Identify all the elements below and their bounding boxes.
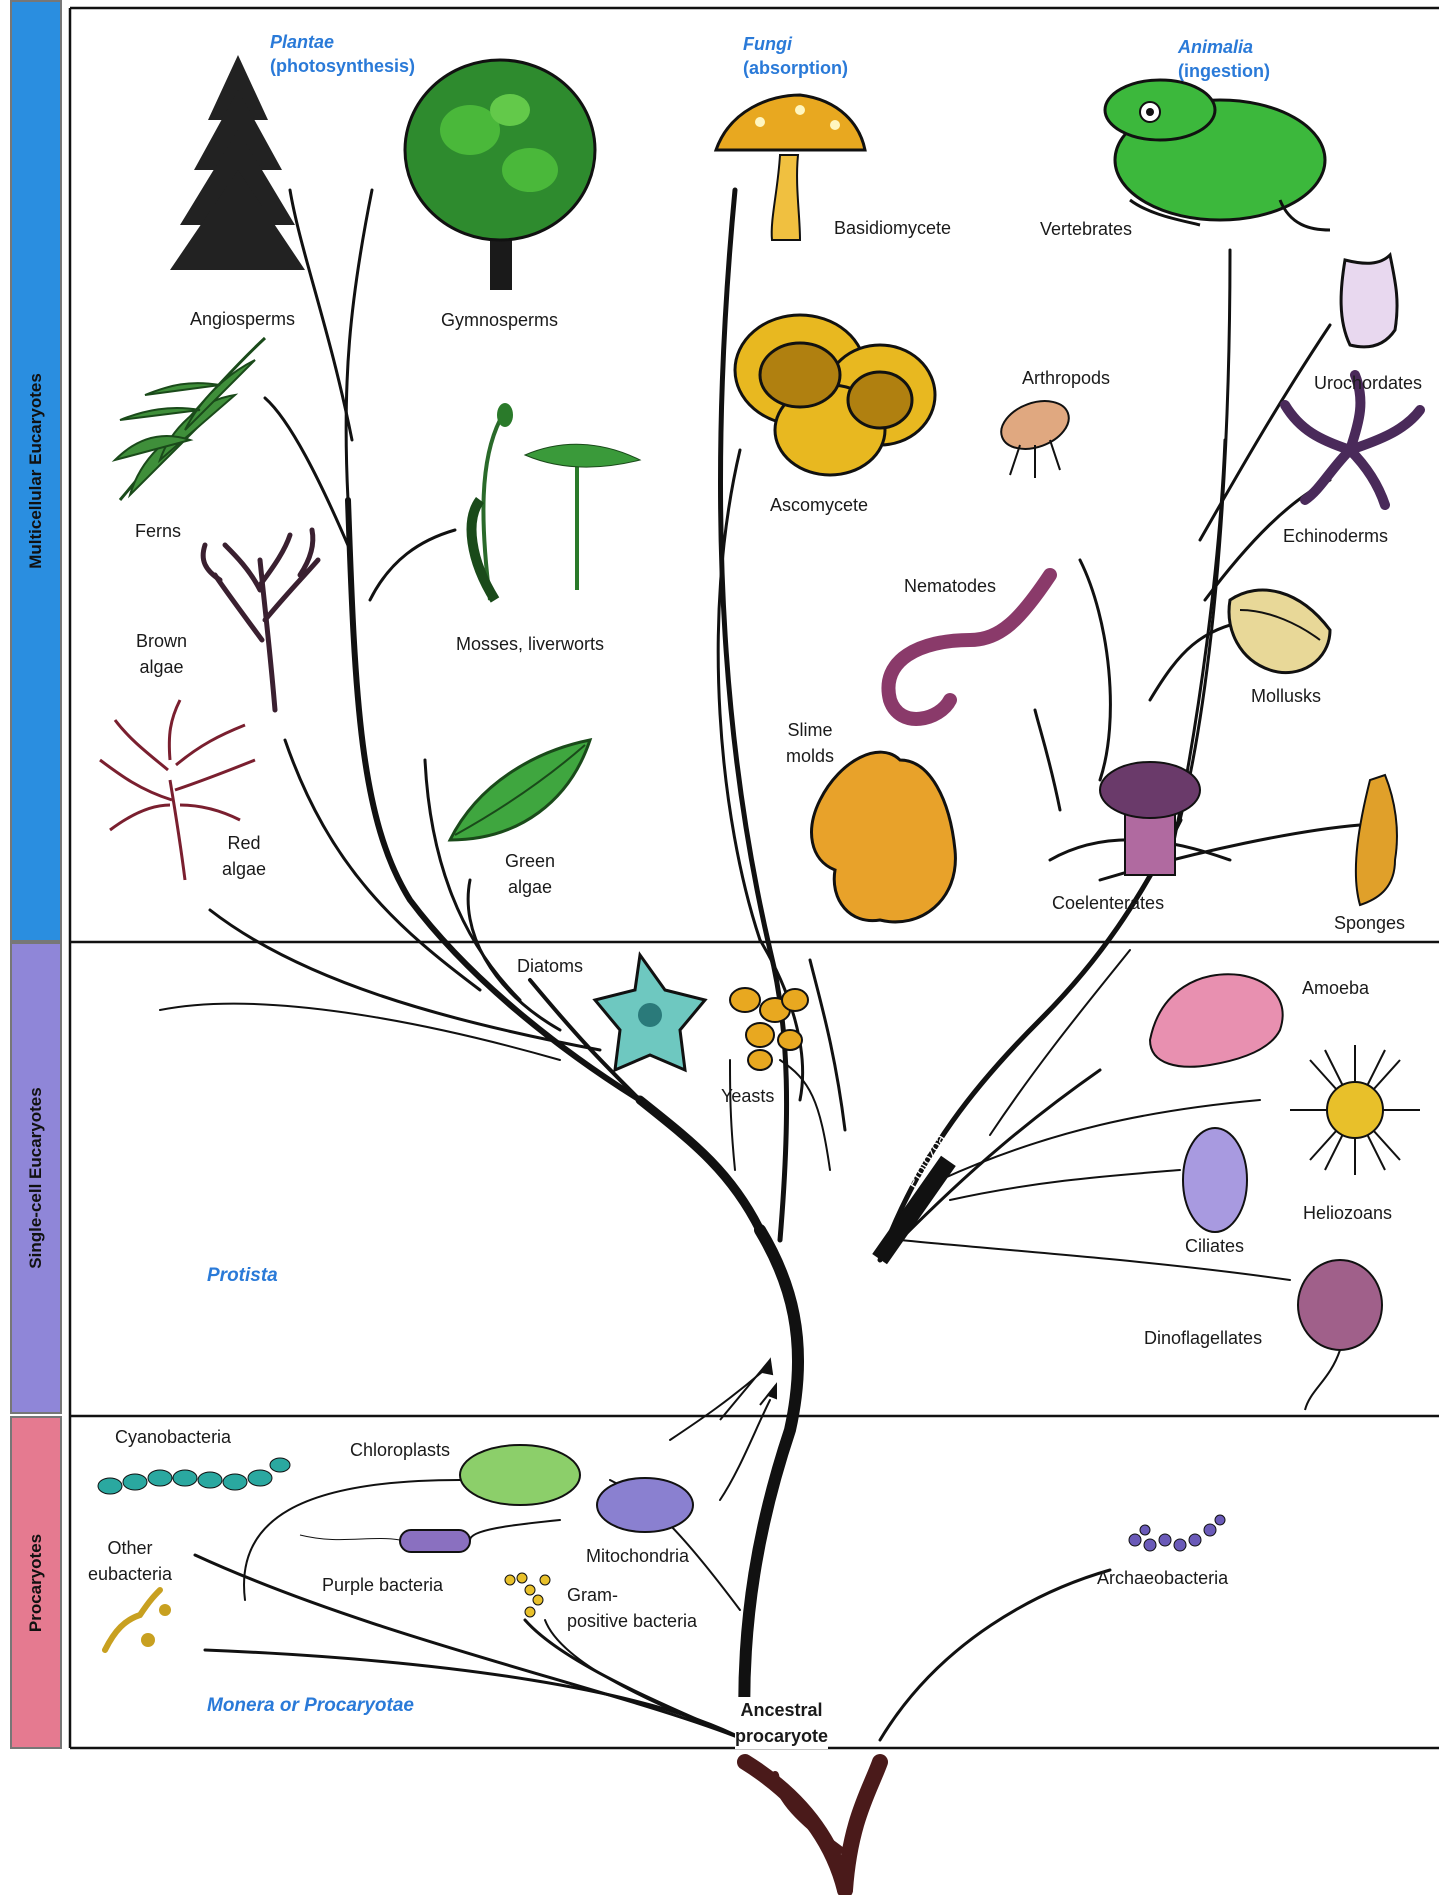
label-gram-positive-line1: Gram-	[567, 1585, 618, 1605]
label-other-eubacteria-line1: Other	[108, 1538, 153, 1558]
kingdom-fungi-name: Fungi	[743, 34, 792, 54]
heliozoan-illustration	[1290, 1045, 1420, 1175]
label-mollusks: Mollusks	[1251, 683, 1321, 709]
cyanobacteria-illustration	[98, 1458, 290, 1494]
amoeba-illustration	[1150, 974, 1283, 1066]
purple-bacteria-illustration	[300, 1530, 470, 1552]
eubacteria-illustration	[105, 1590, 171, 1650]
kingdom-plantae-mode: (photosynthesis)	[270, 56, 415, 76]
label-angiosperms: Angiosperms	[190, 306, 295, 332]
gymnosperm-illustration	[405, 60, 595, 290]
mitochondria-illustration	[597, 1478, 693, 1532]
label-archaeobacteria: Archaeobacteria	[1097, 1565, 1228, 1591]
label-urochordates: Urochordates	[1314, 370, 1422, 396]
urochordate-illustration	[1341, 255, 1397, 347]
label-green-algae-line1: Green	[505, 851, 555, 871]
arrows	[720, 1360, 776, 1420]
label-purple-bacteria: Purple bacteria	[322, 1572, 443, 1598]
label-mosses: Mosses, liverworts	[456, 631, 604, 657]
label-ancestral-line2: procaryote	[735, 1726, 828, 1746]
label-green-algae: Green algae	[505, 848, 555, 900]
label-red-algae-line1: Red	[228, 833, 261, 853]
diatom-illustration	[595, 955, 705, 1070]
kingdom-plantae: Plantae (photosynthesis)	[270, 30, 415, 78]
label-vertebrates: Vertebrates	[1040, 216, 1132, 242]
arthropod-illustration	[995, 392, 1076, 478]
label-chloroplasts: Chloroplasts	[350, 1437, 450, 1463]
branches	[160, 190, 1360, 1740]
label-coelenterates: Coelenterates	[1052, 890, 1164, 916]
label-ancestral-line1: Ancestral	[741, 1700, 823, 1720]
kingdom-protista: Protista	[207, 1265, 278, 1287]
kingdom-animalia: Animalia (ingestion)	[1178, 35, 1270, 83]
label-ferns: Ferns	[135, 518, 181, 544]
label-sponges: Sponges	[1334, 910, 1405, 936]
ascomycete-illustration	[735, 315, 935, 475]
green-algae-illustration	[450, 740, 590, 840]
label-arthropods: Arthropods	[1022, 365, 1110, 391]
label-ciliates: Ciliates	[1185, 1233, 1244, 1259]
label-yeasts: Yeasts	[721, 1083, 774, 1109]
label-slime-molds-line2: molds	[786, 746, 834, 766]
label-red-algae: Red algae	[222, 830, 266, 882]
mollusk-illustration	[1229, 590, 1330, 673]
label-mitochondria: Mitochondria	[586, 1543, 689, 1569]
dinoflagellate-illustration	[1298, 1260, 1382, 1410]
label-heliozoans: Heliozoans	[1303, 1200, 1392, 1226]
kingdom-fungi: Fungi (absorption)	[743, 32, 848, 80]
label-gram-positive: Gram- positive bacteria	[567, 1582, 697, 1634]
label-red-algae-line2: algae	[222, 859, 266, 879]
label-cyanobacteria: Cyanobacteria	[115, 1424, 231, 1450]
label-slime-molds-line1: Slime	[788, 720, 833, 740]
kingdom-monera: Monera or Procaryotae	[207, 1695, 414, 1717]
label-diatoms: Diatoms	[517, 953, 583, 979]
kingdom-animalia-name: Animalia	[1178, 37, 1253, 57]
label-dinoflagellates: Dinoflagellates	[1144, 1325, 1262, 1351]
moss-illustration	[472, 403, 640, 600]
label-echinoderms: Echinoderms	[1283, 523, 1388, 549]
chloroplast-illustration	[460, 1445, 580, 1505]
label-gram-positive-line2: positive bacteria	[567, 1611, 697, 1631]
label-slime-molds: Slime molds	[786, 717, 834, 769]
label-other-eubacteria-line2: eubacteria	[88, 1564, 172, 1584]
label-amoeba: Amoeba	[1302, 975, 1369, 1001]
ciliate-illustration	[1183, 1128, 1247, 1232]
fern-illustration	[115, 338, 265, 500]
label-ascomycete: Ascomycete	[770, 492, 868, 518]
kingdom-fungi-mode: (absorption)	[743, 58, 848, 78]
slime-mold-illustration	[812, 752, 956, 922]
label-brown-algae: Brown algae	[136, 628, 187, 680]
kingdom-animalia-mode: (ingestion)	[1178, 61, 1270, 81]
label-nematodes: Nematodes	[904, 573, 996, 599]
label-gymnosperms: Gymnosperms	[441, 307, 558, 333]
gram-positive-illustration	[505, 1573, 550, 1617]
vertebrate-illustration	[1105, 80, 1330, 230]
label-brown-algae-line1: Brown	[136, 631, 187, 651]
angiosperm-illustration	[170, 55, 305, 270]
label-ancestral-procaryote: Ancestral procaryote	[735, 1697, 828, 1749]
root	[745, 1762, 880, 1890]
label-green-algae-line2: algae	[508, 877, 552, 897]
brown-algae-illustration	[203, 530, 318, 710]
kingdom-plantae-name: Plantae	[270, 32, 334, 52]
label-basidiomycete: Basidiomycete	[834, 215, 951, 241]
archaeobacteria-illustration	[1129, 1515, 1225, 1551]
sponge-illustration	[1356, 775, 1397, 905]
label-other-eubacteria: Other eubacteria	[88, 1535, 172, 1587]
label-brown-algae-line2: algae	[139, 657, 183, 677]
